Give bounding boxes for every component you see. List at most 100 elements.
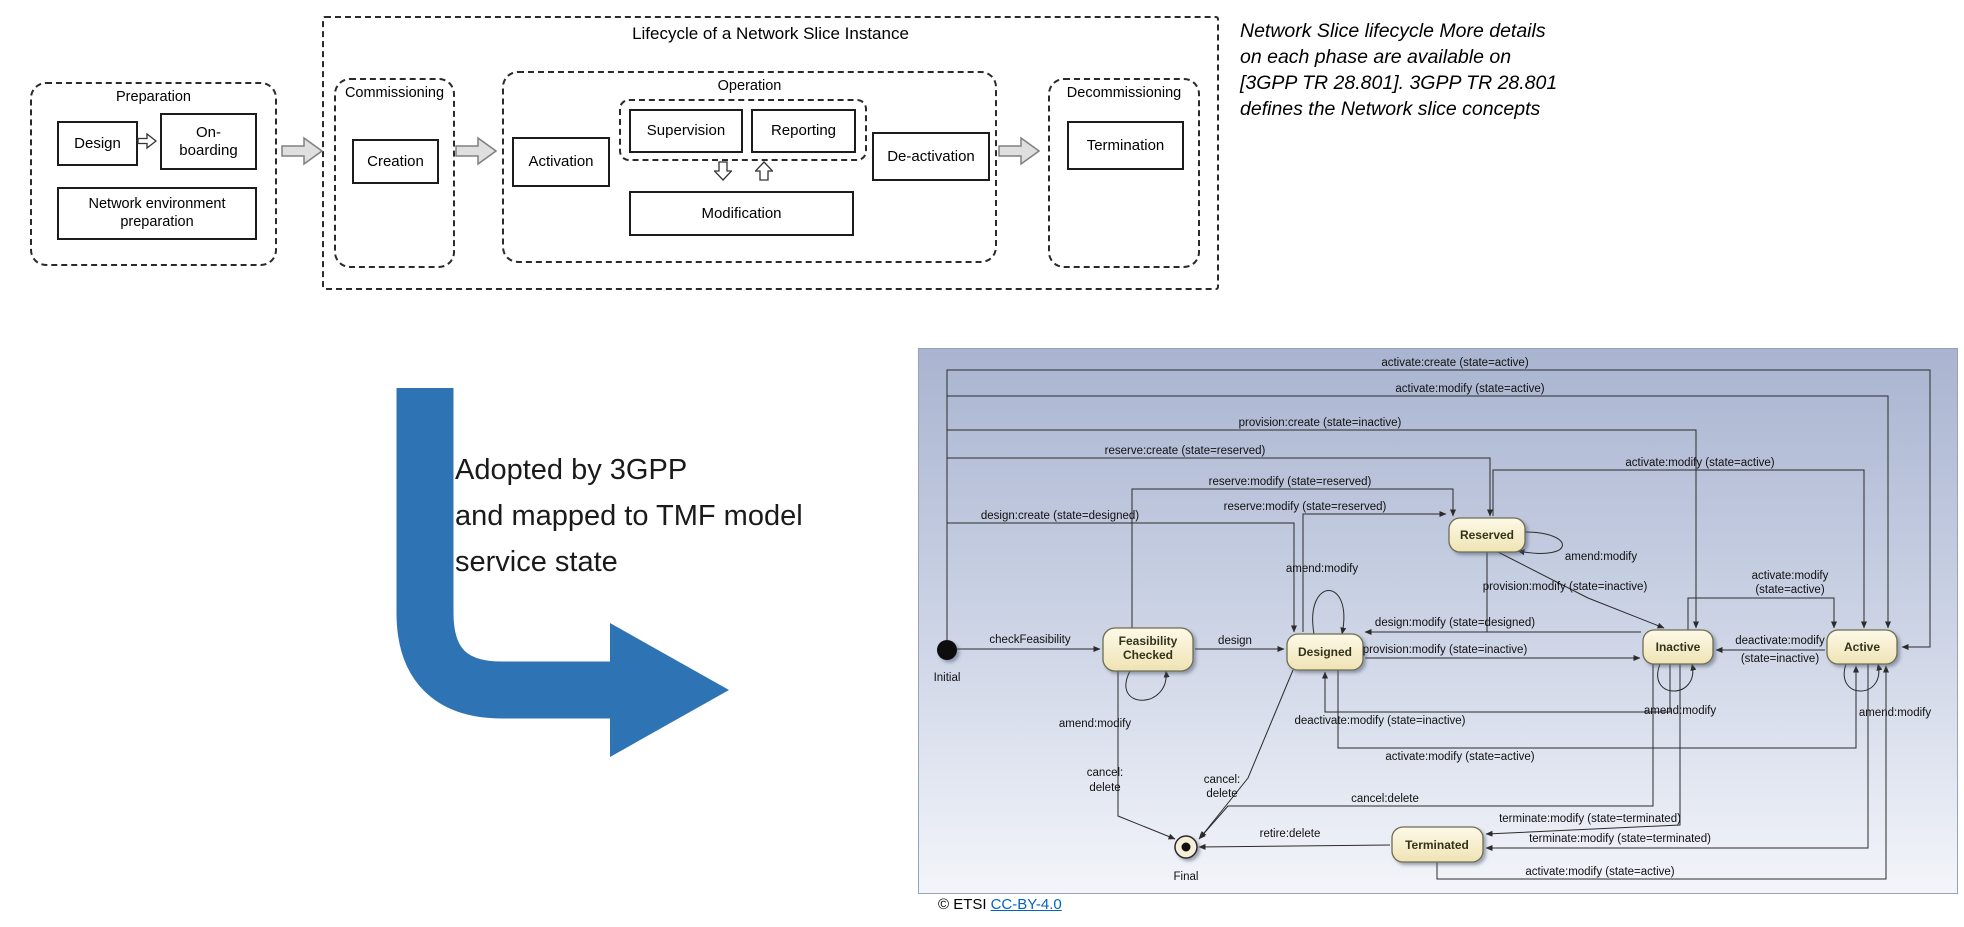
reporting-box: Reporting	[751, 109, 856, 153]
transition-label: (state=inactive)	[1741, 653, 1819, 665]
transition-line	[1198, 843, 1391, 850]
onboarding-arrow-icon	[137, 132, 157, 150]
supervision-box: Supervision	[629, 109, 743, 153]
transition-label: retire:delete	[1260, 828, 1321, 840]
phase-arrow-icon	[281, 136, 323, 166]
transition-label: deactivate:modify (state=inactive)	[1295, 715, 1466, 727]
adoption-line: and mapped to TMF model	[455, 500, 803, 532]
adoption-line: service state	[455, 546, 618, 578]
lifecycle-outer-box: Lifecycle of a Network Slice Instance	[322, 16, 1219, 290]
terminated-state	[1391, 826, 1484, 863]
transition-label: (state=active)	[1755, 584, 1825, 596]
transition-line	[947, 395, 1891, 629]
note-line: on each phase are available on	[1240, 46, 1512, 68]
state-label: Reserved	[1460, 528, 1514, 542]
transition-label: checkFeasibility	[989, 634, 1070, 646]
transition-line	[1198, 664, 1654, 840]
transition-label: terminate:modify (state=terminated)	[1499, 813, 1681, 825]
termination-box: Termination	[1067, 121, 1184, 170]
transition-line	[1517, 531, 1563, 556]
transition-label: provision:modify (state=inactive)	[1363, 644, 1528, 656]
state-diagram: Initial Feasibility Checked Designed Res…	[918, 348, 1958, 894]
transition-label: activate:modify (state=active)	[1385, 751, 1534, 763]
onboarding-label: On-boarding	[179, 123, 238, 159]
transition-label: cancel:	[1204, 774, 1240, 786]
initial-state-label: Initial	[934, 672, 961, 684]
phase-decommissioning-label: Decommissioning	[1066, 85, 1182, 101]
design-box: Design	[57, 121, 138, 166]
transition-label: cancel:delete	[1351, 793, 1419, 805]
adoption-line: Adopted by 3GPP	[455, 454, 688, 486]
transition-line	[947, 522, 1297, 633]
state-diagram-background	[918, 348, 1958, 894]
transition-line	[1125, 670, 1170, 701]
adoption-caption: Adopted by 3GPP and mapped to TMF model …	[455, 447, 803, 585]
note-text: Network Slice lifecycle More details on …	[1240, 18, 1610, 122]
transition-label: reserve:modify (state=reserved)	[1224, 501, 1387, 513]
phase-preparation-box: Preparation	[30, 82, 277, 266]
active-state	[1826, 629, 1898, 665]
transition-label: deactivate:modify	[1735, 635, 1825, 647]
transition-line	[1302, 511, 1447, 632]
transition-label: design	[1218, 635, 1252, 647]
feasibility-checked-state	[1102, 627, 1194, 672]
phase-decommissioning-box: Decommissioning	[1048, 78, 1200, 268]
transition-line	[1687, 597, 1837, 630]
transition-line	[1843, 663, 1883, 692]
note-line: Network Slice lifecycle More details	[1240, 20, 1546, 42]
deactivation-box: De-activation	[872, 132, 990, 181]
transition-label: reserve:modify (state=reserved)	[1209, 476, 1372, 488]
up-arrow-icon	[755, 161, 773, 181]
phase-preparation-label: Preparation	[116, 89, 191, 105]
transition-label: design:modify (state=designed)	[1375, 617, 1535, 629]
transition-line	[1485, 664, 1869, 851]
transition-line	[947, 457, 1493, 517]
onboarding-box: On-boarding	[160, 113, 257, 170]
transition-label: design:create (state=designed)	[981, 510, 1139, 522]
phase-commissioning-box: Commissioning	[334, 78, 455, 268]
transition-label: amend:modify	[1565, 551, 1637, 563]
transition-label: amend:modify	[1859, 707, 1931, 719]
transition-label: provision:create (state=inactive)	[1239, 417, 1402, 429]
final-state-label: Final	[1174, 871, 1199, 883]
network-env-label: Network environment preparation	[88, 196, 226, 230]
transition-label: delete	[1206, 788, 1237, 800]
transition-label: provision:modify (state=inactive)	[1483, 581, 1648, 593]
state-label: Active	[1844, 640, 1880, 654]
creation-box: Creation	[352, 139, 439, 184]
transition-label: amend:modify	[1286, 563, 1358, 575]
state-label: Inactive	[1656, 640, 1701, 654]
transition-label: terminate:modify (state=terminated)	[1529, 833, 1711, 845]
transition-line	[1117, 671, 1176, 840]
final-state-inner-dot	[1181, 842, 1191, 852]
transition-label: delete	[1089, 782, 1120, 794]
note-line: [3GPP TR 28.801]. 3GPP TR 28.801	[1240, 72, 1558, 94]
license-link[interactable]: CC-BY-4.0	[990, 896, 1062, 913]
lifecycle-title: Lifecycle of a Network Slice Instance	[632, 24, 909, 43]
transition-lines	[946, 369, 1931, 880]
state-label: Checked	[1123, 648, 1173, 662]
note-line: defines the Network slice concepts	[1240, 98, 1541, 120]
transition-line	[1485, 664, 1681, 837]
copyright-text: © ETSI	[938, 896, 987, 913]
phase-arrow-icon	[998, 136, 1040, 166]
transition-line	[946, 369, 1931, 650]
inactive-state	[1642, 629, 1714, 665]
transition-line	[1436, 665, 1889, 880]
phase-operation-box: Operation	[502, 71, 997, 263]
supervision-reporting-group-box	[619, 99, 867, 161]
transition-line	[1492, 469, 1867, 629]
state-label: Designed	[1298, 645, 1352, 659]
phase-arrow-icon	[455, 136, 497, 166]
transition-line	[947, 429, 1699, 629]
transition-line	[1199, 669, 1294, 839]
transition-line	[1322, 664, 1671, 713]
modification-box: Modification	[629, 191, 854, 236]
adoption-arrow-icon	[396, 388, 729, 757]
down-arrow-icon	[714, 161, 732, 181]
activation-box: Activation	[512, 137, 610, 187]
transition-label: amend:modify	[1059, 718, 1131, 730]
state-label: Terminated	[1405, 838, 1469, 852]
